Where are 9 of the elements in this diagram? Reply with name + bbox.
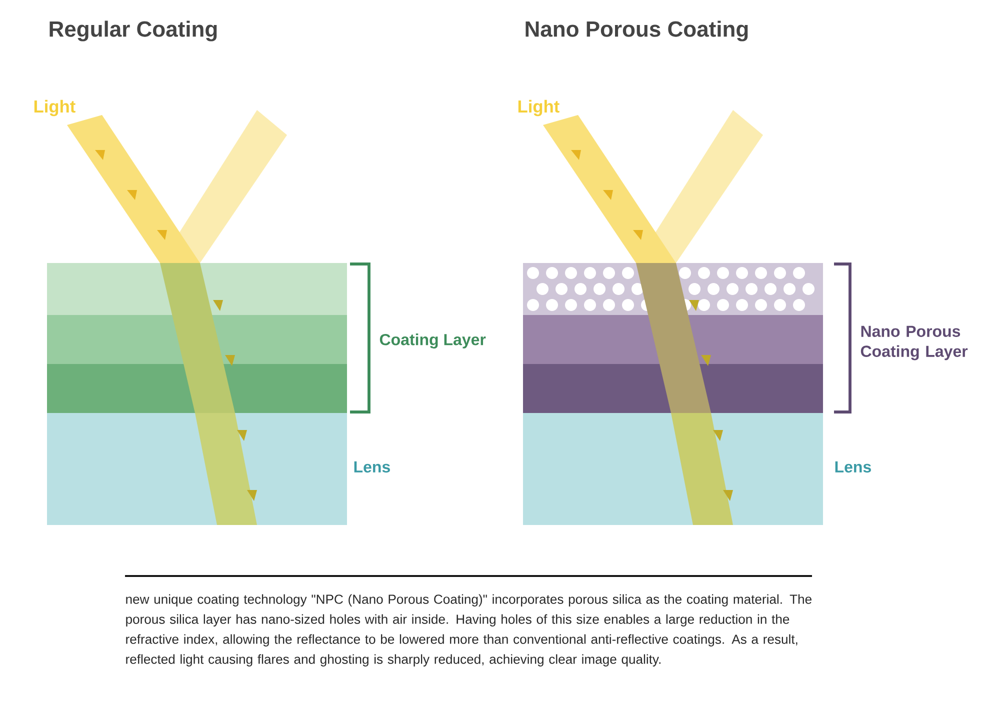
caption: new unique coating technology "NPC (Nano Porous Coating)" incorporates porous silica as the coating material. The porous silica layer has nano-sized holes with air inside. Having holes of this size enables a large reduction in the refractive index, allowing the reflectance to be lowered more than conventional anti-reflective coatings. As a result, reflected light causing flares and ghosting is sharply reduced, achieving clear image quality. [126, 594, 812, 666]
layer-label: Coating Layer [380, 334, 486, 348]
heading: Nano Porous Coating [526, 20, 748, 42]
light-label: Light [34, 100, 76, 116]
lens-label: Lens [835, 461, 871, 473]
lens-label: Lens [354, 461, 390, 473]
light-label: Light [518, 100, 560, 116]
heading: Regular Coating [50, 20, 217, 42]
layer-label: Nano Porous Coating Layer [860, 326, 968, 360]
